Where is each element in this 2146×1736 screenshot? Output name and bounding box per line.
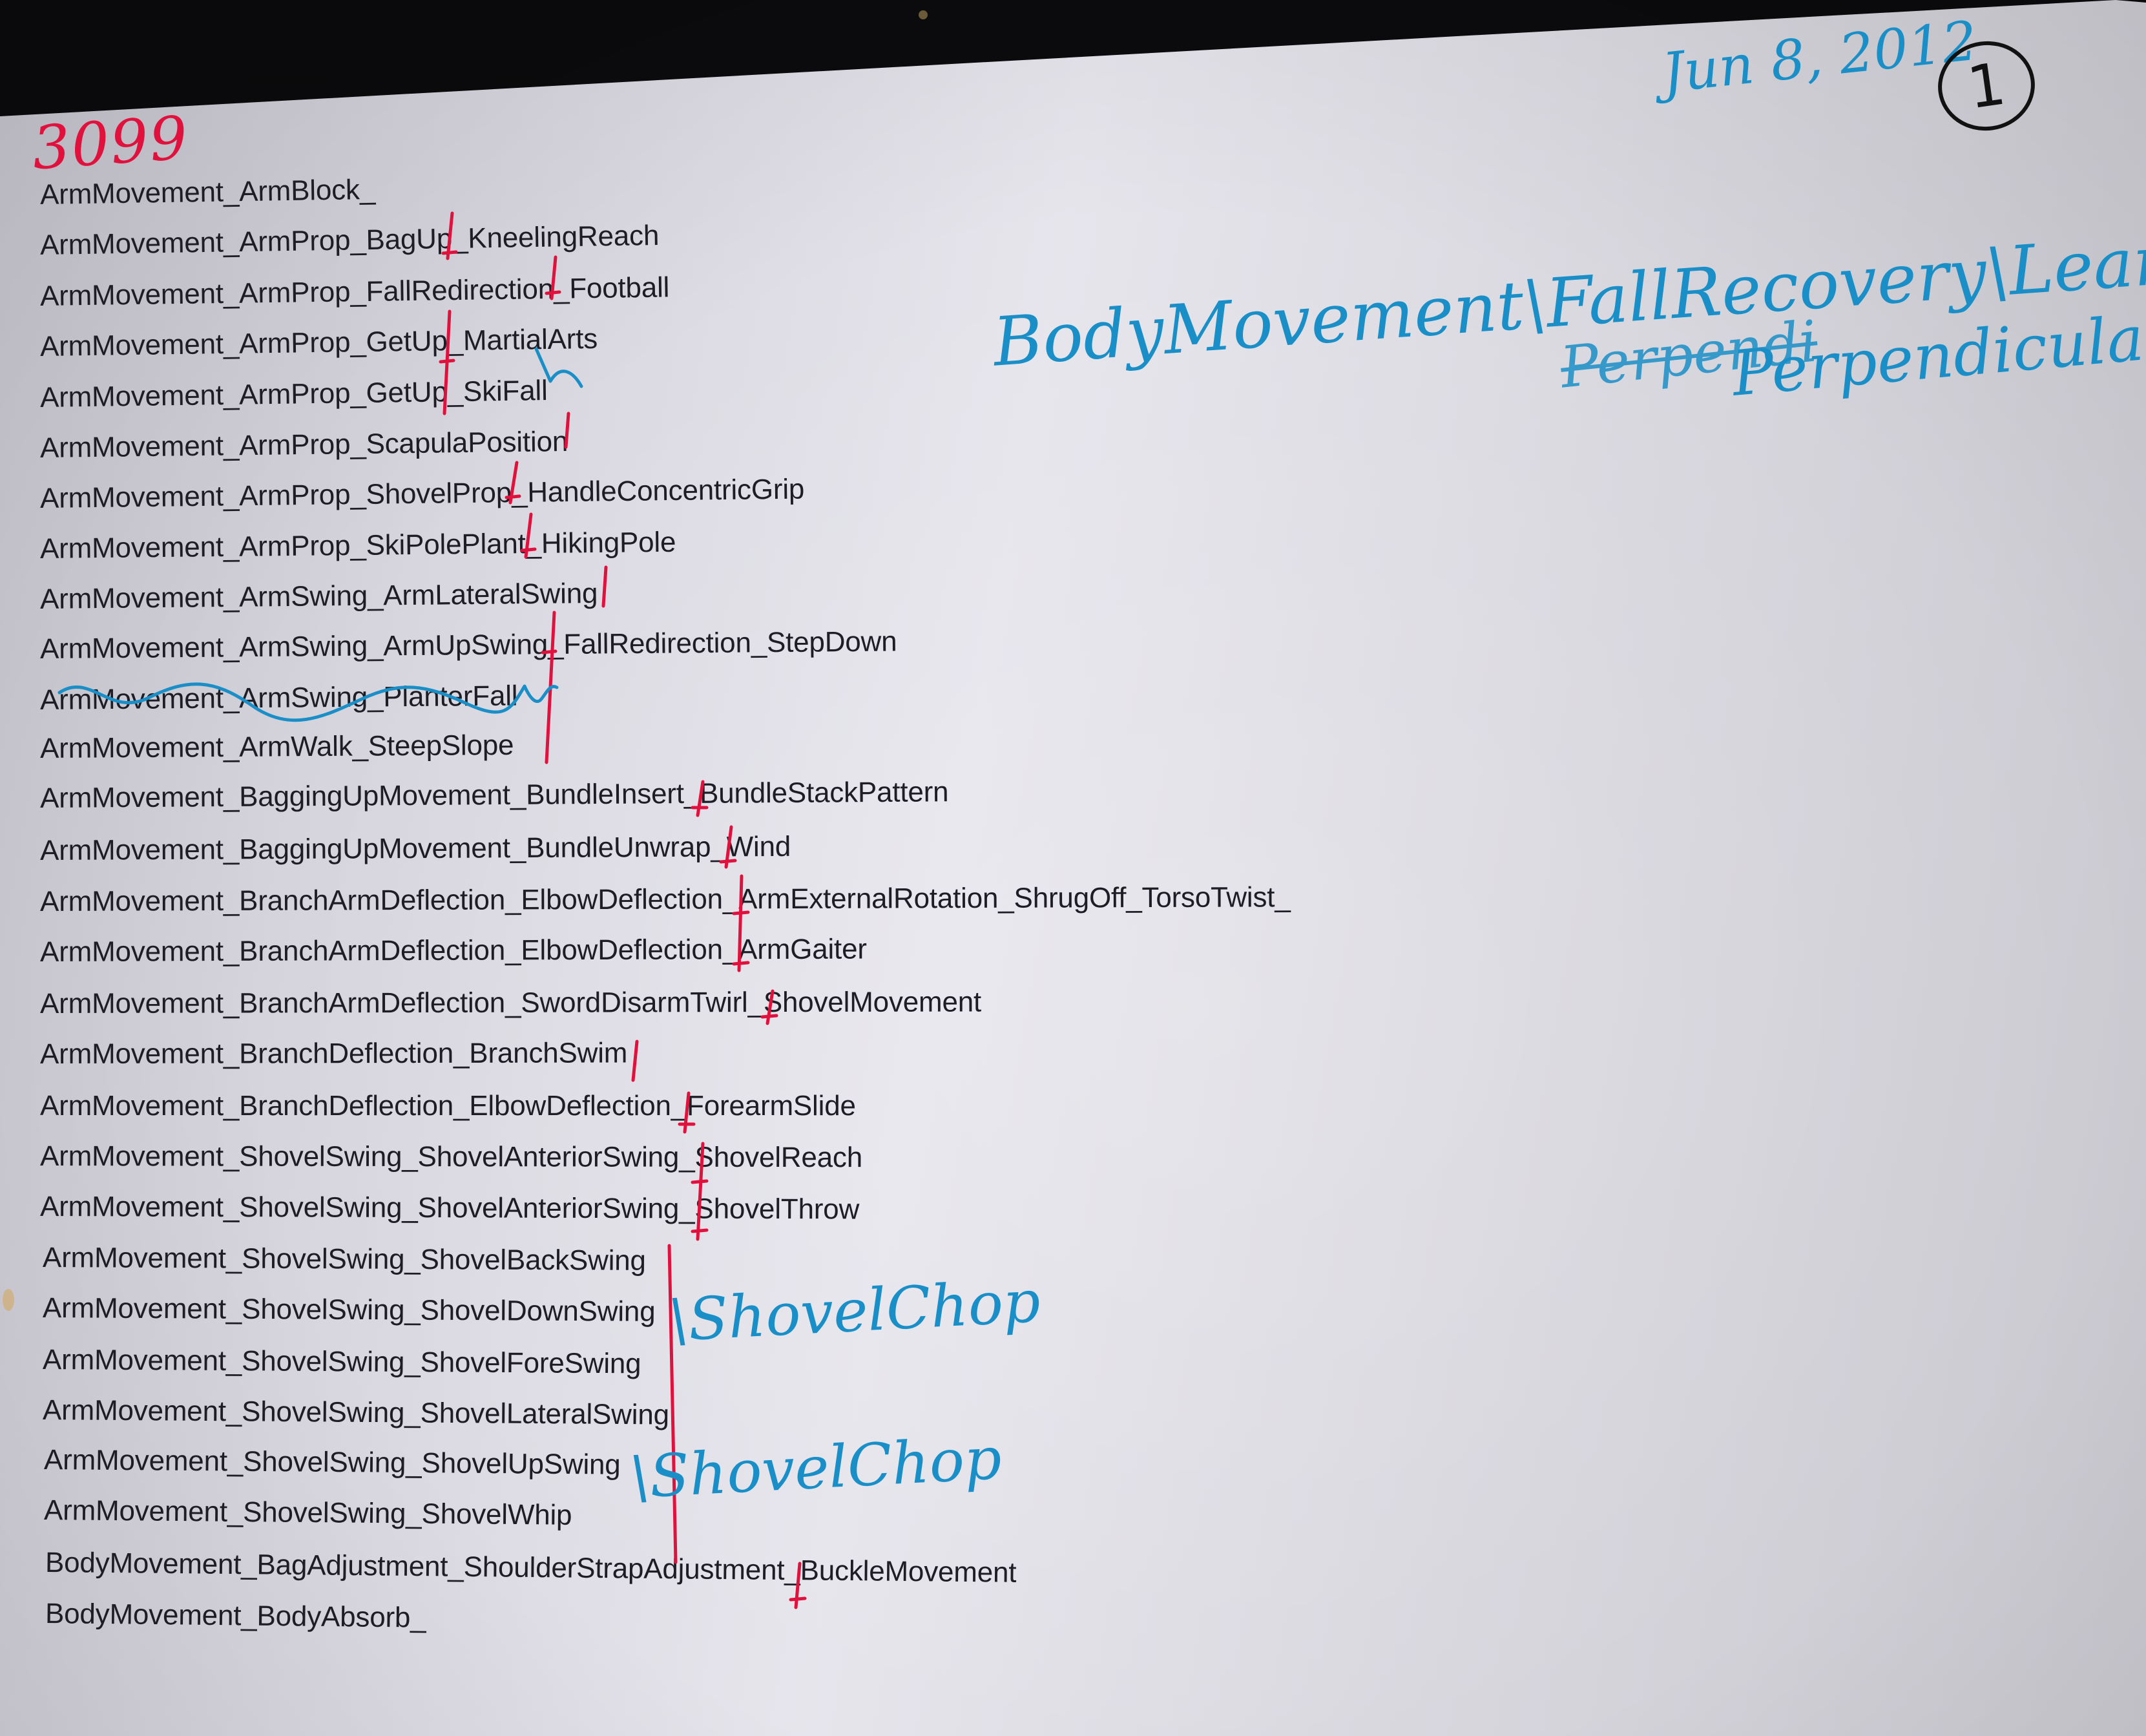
typed-line: ArmMovement_ArmWalk_SteepSlope bbox=[39, 729, 514, 764]
typed-line: ArmMovement_ShovelSwing_ShovelWhip bbox=[43, 1494, 572, 1531]
typed-line: ArmMovement_ArmProp_GetUp_SkiFall bbox=[39, 375, 548, 413]
typed-line: BodyMovement_BodyAbsorb_ bbox=[45, 1598, 426, 1634]
typed-line: ArmMovement_ArmProp_ScapulaPosition bbox=[39, 426, 568, 464]
typed-line: ArmMovement_ShovelSwing_ShovelAnteriorSw… bbox=[39, 1191, 860, 1226]
typed-line: ArmMovement_BranchDeflection_BranchSwim bbox=[39, 1037, 628, 1070]
typed-line: ArmMovement_BaggingUpMovement_BundleUnwr… bbox=[39, 830, 791, 866]
typed-line: ArmMovement_ShovelSwing_ShovelUpSwing bbox=[43, 1444, 621, 1481]
page-number: 1 bbox=[1963, 50, 2010, 122]
typed-line: ArmMovement_BranchArmDeflection_ElbowDef… bbox=[39, 933, 867, 968]
typed-line: ArmMovement_ArmSwing_ArmLateralSwing bbox=[39, 577, 598, 615]
punch-hole bbox=[919, 10, 928, 19]
record-number: 3099 bbox=[30, 103, 191, 183]
typed-line: ArmMovement_ShovelSwing_ShovelLateralSwi… bbox=[42, 1394, 670, 1431]
typed-line: ArmMovement_ArmBlock_ bbox=[39, 173, 376, 211]
typed-line: ArmMovement_ArmProp_GetUp_MartialArts bbox=[39, 322, 598, 362]
paper-stain bbox=[3, 1289, 14, 1311]
typed-line: ArmMovement_ArmProp_SkiPolePlant_HikingP… bbox=[39, 526, 676, 565]
typed-line: ArmMovement_ArmSwing_ArmUpSwing_FallRedi… bbox=[39, 625, 897, 665]
typed-line: ArmMovement_BranchDeflection_ElbowDeflec… bbox=[40, 1090, 856, 1122]
typed-line: ArmMovement_ShovelSwing_ShovelForeSwing bbox=[42, 1344, 641, 1380]
typed-line: ArmMovement_BranchArmDeflection_ElbowDef… bbox=[39, 881, 1291, 917]
typed-line: ArmMovement_ShovelSwing_ShovelBackSwing bbox=[42, 1242, 646, 1277]
typed-line: ArmMovement_ShovelSwing_ShovelDownSwing bbox=[42, 1292, 656, 1328]
typed-line: ArmMovement_BranchArmDeflection_SwordDis… bbox=[39, 986, 982, 1020]
typed-line: ArmMovement_ShovelSwing_ShovelAnteriorSw… bbox=[39, 1140, 863, 1174]
typed-line: ArmMovement_BaggingUpMovement_BundleInse… bbox=[39, 776, 949, 814]
typed-line struck-line: ArmMovement_ArmSwing_PlanterFall bbox=[39, 680, 518, 716]
